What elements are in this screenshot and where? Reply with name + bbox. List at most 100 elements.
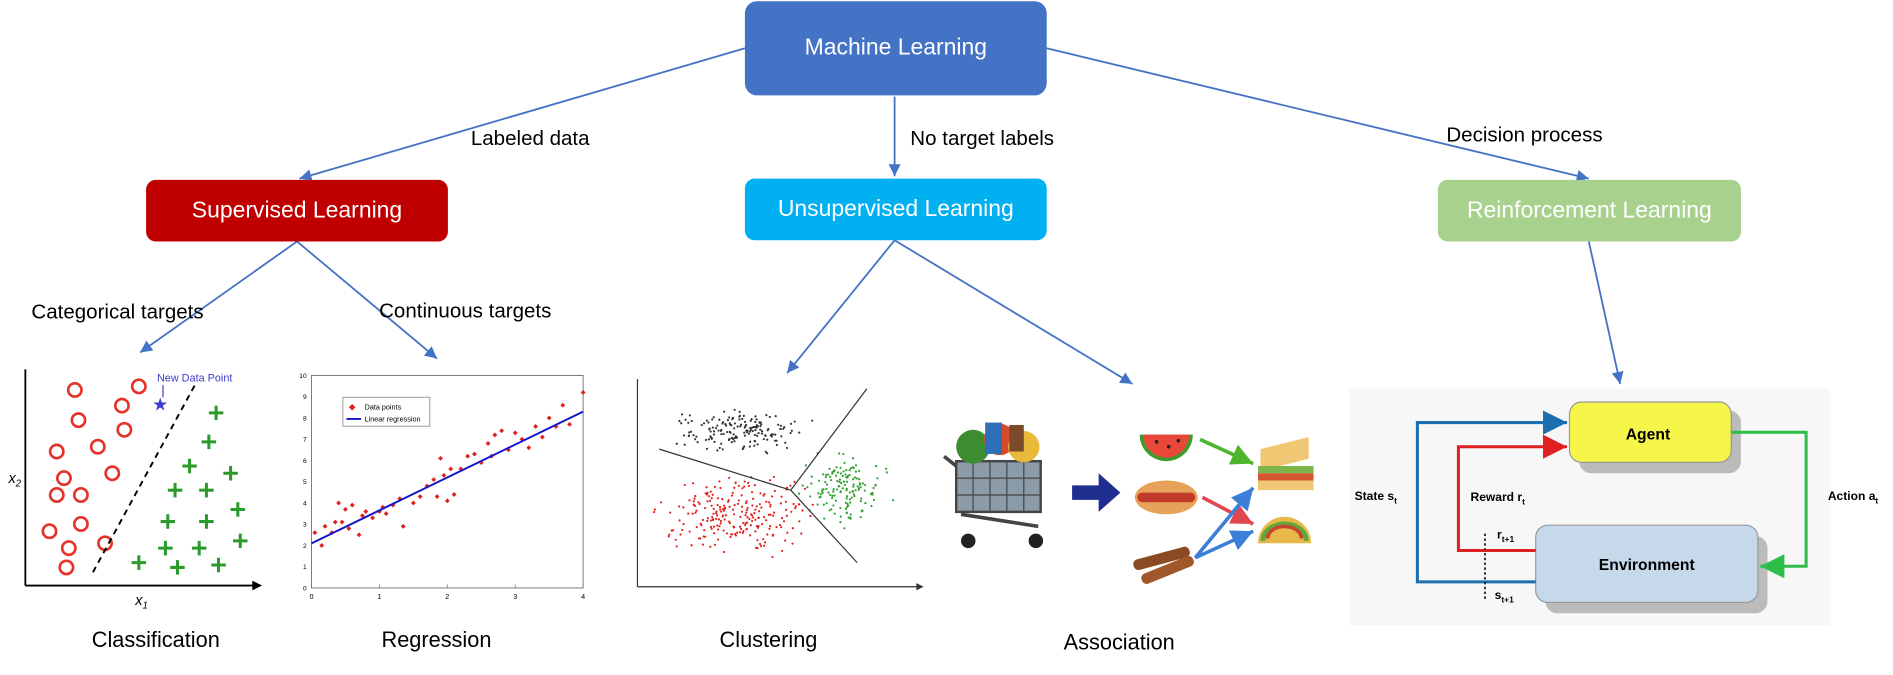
cluster-point-black xyxy=(759,424,762,428)
cluster-point-green xyxy=(845,480,849,483)
cluster-point-black xyxy=(785,446,789,449)
cluster-point-red xyxy=(751,504,754,507)
cluster-point-red xyxy=(744,501,748,505)
cluster-point-red xyxy=(803,487,807,490)
cluster-point-red xyxy=(731,508,735,511)
cluster-point-green xyxy=(849,501,852,504)
cluster-point-green xyxy=(845,495,849,498)
cluster-point-green xyxy=(842,480,846,483)
cluster-point-red xyxy=(710,504,713,507)
cluster-point-black xyxy=(730,437,733,440)
cluster-point-red xyxy=(756,526,760,529)
cluster-point-black xyxy=(707,421,710,424)
cluster-point-black xyxy=(694,438,697,441)
action-sub: t xyxy=(1875,495,1878,505)
cluster-point-black xyxy=(760,432,764,435)
cluster-point-black xyxy=(780,435,783,438)
cluster-point-black xyxy=(717,429,720,432)
cluster-point-red xyxy=(784,500,787,503)
edge-label-no-target-labels: No target labels xyxy=(910,126,1055,150)
cluster-point-red xyxy=(770,495,774,498)
regression-data-point xyxy=(448,466,454,472)
cluster-point-green xyxy=(845,468,848,472)
cluster-point-red xyxy=(784,539,787,542)
cluster-point-green xyxy=(829,475,832,478)
cluster-point-red xyxy=(701,543,705,546)
cluster-point-red xyxy=(682,506,685,509)
cluster-point-black xyxy=(749,419,752,422)
class-b-point xyxy=(199,482,214,498)
cluster-point-red xyxy=(674,538,677,541)
cluster-point-red xyxy=(779,502,782,505)
cluster-point-green xyxy=(851,489,854,493)
cluster-point-black xyxy=(765,414,768,417)
svg-text:Action at: Action at xyxy=(1828,489,1879,506)
cluster-point-red xyxy=(681,528,684,532)
cluster-point-green xyxy=(816,503,819,506)
class-a-point xyxy=(70,412,87,429)
cluster-point-green xyxy=(848,491,851,494)
cluster-point-black xyxy=(682,434,686,437)
cluster-point-red xyxy=(773,489,776,493)
cluster-point-black xyxy=(712,430,716,433)
cluster-point-green xyxy=(852,485,855,488)
cluster-point-green xyxy=(841,487,844,490)
cluster-point-red xyxy=(740,505,744,508)
new-point-label: New Data Point xyxy=(157,373,232,385)
regression-x-tick: 4 xyxy=(581,592,585,601)
cluster-point-red xyxy=(769,505,772,508)
cluster-point-black xyxy=(779,424,782,427)
cluster-point-red xyxy=(718,525,721,528)
edge-supervised-categorical xyxy=(139,240,298,354)
cluster-point-black xyxy=(740,423,743,426)
cluster-point-red xyxy=(736,531,739,534)
cluster-point-red xyxy=(737,484,741,487)
cluster-point-red xyxy=(730,533,733,536)
cluster-point-green xyxy=(844,473,847,476)
cluster-point-red xyxy=(728,520,731,523)
class-a-point xyxy=(66,381,83,398)
cluster-point-red xyxy=(670,529,673,532)
cluster-point-red xyxy=(758,503,761,506)
cluster-point-red xyxy=(704,506,707,510)
edge-unsupervised-clustering xyxy=(786,239,896,374)
edge-label-labeled-data: Labeled data xyxy=(470,126,590,150)
cluster-point-green xyxy=(843,483,846,487)
cluster-point-green xyxy=(852,493,855,496)
regression-y-tick: 9 xyxy=(303,394,307,401)
edge-label-continuous-targets: Continuous targets xyxy=(379,299,552,323)
cluster-point-red xyxy=(679,533,682,536)
cluster-point-red xyxy=(715,510,718,513)
cluster-point-red xyxy=(719,519,723,523)
environment-label: Environment xyxy=(1599,557,1696,574)
cluster-boundary-2 xyxy=(790,388,868,491)
cluster-point-black xyxy=(759,421,762,424)
cluster-point-black xyxy=(782,427,785,430)
cluster-point-red xyxy=(693,497,696,500)
cluster-point-red xyxy=(758,542,762,546)
cluster-point-red xyxy=(697,501,700,504)
cluster-point-red xyxy=(722,529,725,532)
cluster-point-red xyxy=(772,475,776,478)
cluster-point-red xyxy=(721,515,724,518)
cluster-point-red xyxy=(659,501,663,504)
legend-point-icon: ◆ xyxy=(349,401,356,411)
class-a-point xyxy=(58,559,75,576)
svg-text:Reward rt: Reward rt xyxy=(1470,490,1525,507)
cluster-point-black xyxy=(689,430,693,433)
cluster-point-black xyxy=(688,414,691,417)
cluster-point-red xyxy=(784,508,788,511)
cluster-point-red xyxy=(669,511,672,514)
class-a-point xyxy=(89,438,106,455)
cluster-point-green xyxy=(841,474,844,477)
cluster-point-green xyxy=(834,474,838,477)
regression-data-point xyxy=(546,415,552,421)
cluster-point-black xyxy=(695,435,698,438)
cluster-point-red xyxy=(789,484,792,487)
cluster-point-green xyxy=(864,483,867,487)
cluster-point-red xyxy=(720,510,723,513)
cluster-point-red xyxy=(725,532,729,535)
cluster-point-black xyxy=(762,438,765,441)
s-next-label: s xyxy=(1495,588,1502,602)
